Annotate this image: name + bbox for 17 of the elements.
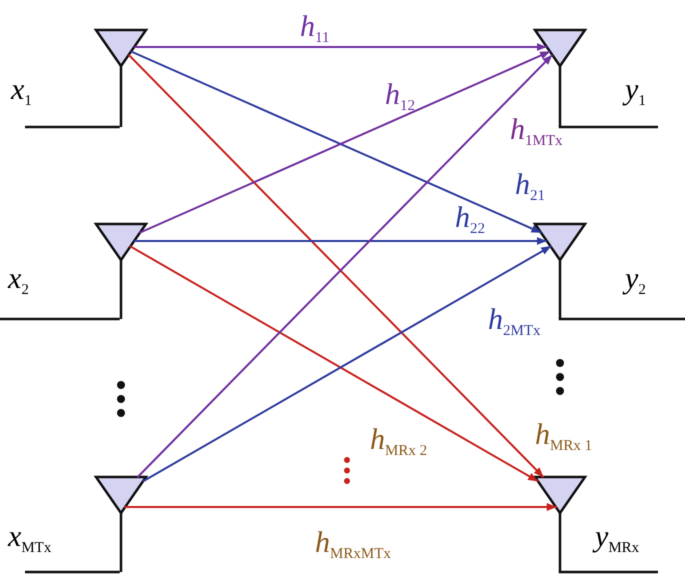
arrow	[124, 503, 557, 511]
signal-label: y$_{2}$	[625, 264, 646, 298]
signal-label: x$_{1}$	[11, 75, 32, 109]
edge-label: h$_{12}$	[385, 80, 415, 114]
signal-label: x$_{2}$	[8, 264, 29, 298]
signal-label: y$_{1}$	[625, 75, 646, 109]
antenna-icon	[532, 222, 588, 319]
edge-label: h$_{21}$	[515, 170, 545, 204]
arrow	[134, 237, 547, 245]
antenna-icon	[94, 222, 148, 319]
antenna-icon	[532, 476, 588, 572]
antenna-icon	[94, 476, 148, 572]
antenna-icon	[532, 28, 588, 127]
arrow	[134, 43, 547, 51]
edge-label: h$_{11}$	[300, 12, 330, 46]
edge-label: h$_{22}$	[455, 203, 485, 237]
antenna-icon	[94, 28, 148, 127]
